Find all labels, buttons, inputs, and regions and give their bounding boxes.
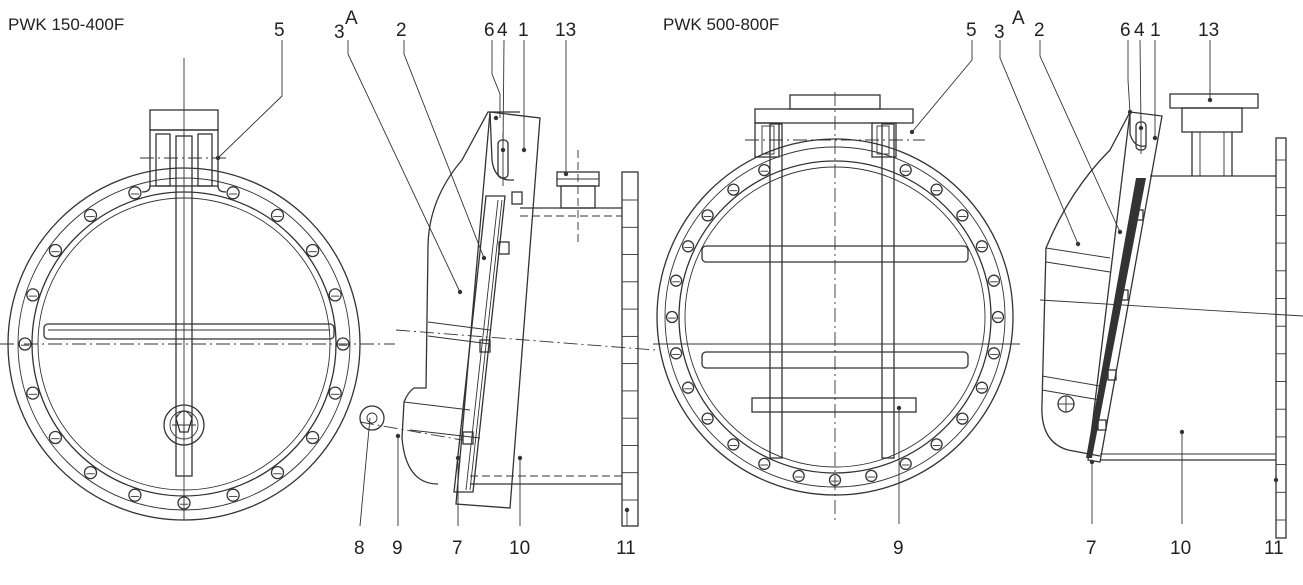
label-10: 10 [509, 538, 530, 559]
bolt-hole [701, 412, 714, 425]
section-mark-a-right: A [1012, 8, 1025, 29]
bolt-hole [177, 496, 191, 510]
bolt-hole [26, 288, 40, 302]
bolt-hole [701, 209, 714, 222]
label-1: 1 [518, 20, 529, 41]
bolt-hole [226, 186, 240, 200]
bolt-hole [975, 240, 989, 253]
bolt-hole [305, 243, 320, 258]
bolt-hole [128, 488, 142, 502]
label-6: 6 [484, 20, 495, 41]
bolt-hole [987, 347, 1001, 360]
label-4: 4 [497, 20, 508, 41]
section-mark-a: A [345, 8, 358, 29]
front-view-large [653, 92, 1020, 520]
bolt-hole [930, 183, 943, 196]
bolt-hole [758, 163, 771, 177]
bolt-hole [792, 469, 805, 483]
bolt-hole [270, 208, 285, 223]
bolt-hole [758, 457, 771, 471]
bolt-hole [669, 274, 683, 287]
bolt-hole [48, 243, 63, 258]
bolt-hole [899, 457, 912, 471]
label-7-right: 7 [1086, 538, 1097, 559]
label-5-right: 5 [966, 20, 977, 41]
bolt-hole [83, 208, 98, 223]
bolt-hole [128, 186, 142, 200]
label-6-right: 6 [1120, 20, 1131, 41]
bolt-hole [336, 337, 350, 351]
bolt-hole [18, 337, 32, 351]
flange-ticks [622, 199, 638, 501]
label-2-right: 2 [1034, 20, 1045, 41]
bolt-hole [828, 473, 842, 487]
title-pwk-150-400f: PWK 150-400F [8, 15, 124, 34]
bolt-hole [48, 430, 63, 445]
label-4-right: 4 [1134, 20, 1145, 41]
label-3: 3 [334, 22, 345, 43]
bolt-hole [930, 438, 943, 451]
bolt-hole [665, 310, 679, 324]
label-7: 7 [452, 538, 463, 559]
label-13: 13 [555, 20, 576, 41]
bolt-hole [26, 386, 40, 400]
bolt-hole [975, 381, 989, 394]
bolt-hole [226, 488, 240, 502]
label-10-right: 10 [1170, 538, 1191, 559]
bolt-hole [681, 240, 695, 253]
title-pwk-500-800f: PWK 500-800F [663, 15, 779, 34]
leaders-right [896, 39, 1279, 524]
label-11-right: 11 [1264, 538, 1284, 559]
leaders-left [215, 39, 630, 527]
bolt-hole [899, 163, 912, 177]
bolt-hole [956, 412, 969, 425]
label-3-right: 3 [994, 22, 1005, 43]
flange-bolt-holes [665, 163, 1005, 487]
bolt-hole [727, 438, 740, 451]
label-9-right: 9 [893, 538, 904, 559]
bolt-hole [727, 183, 740, 196]
bolt-hole [865, 469, 878, 483]
front-view-small [0, 58, 395, 521]
label-2: 2 [396, 20, 407, 41]
flange-bolt-holes [18, 186, 350, 510]
bolt-hole [83, 465, 98, 480]
bolt-hole [328, 288, 342, 302]
label-5: 5 [274, 20, 285, 41]
bolt-hole [669, 347, 683, 360]
label-8: 8 [354, 538, 365, 559]
bolt-hole [270, 465, 285, 480]
bolt-hole [987, 274, 1001, 287]
label-9: 9 [392, 538, 403, 559]
bolt-hole [681, 381, 695, 394]
bolt-hole [956, 209, 969, 222]
label-11: 11 [616, 538, 636, 559]
bolt-hole [991, 310, 1005, 324]
bolt-hole [305, 430, 320, 445]
label-1-right: 1 [1150, 20, 1161, 41]
flange-ticks [1276, 159, 1286, 521]
side-view-small [359, 111, 656, 527]
label-13-right: 13 [1198, 20, 1219, 41]
bolt-hole [328, 386, 342, 400]
side-view-large [1039, 93, 1303, 539]
